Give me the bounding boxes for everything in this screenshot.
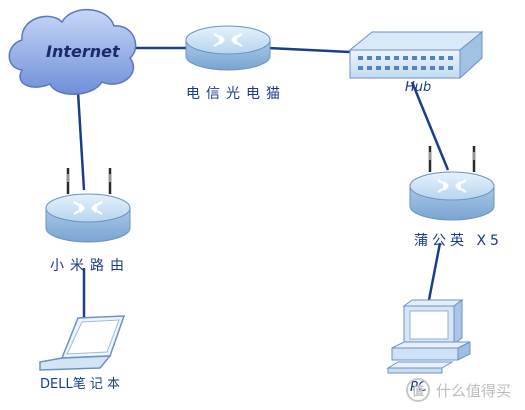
router-icon <box>409 146 495 221</box>
hub-icon <box>348 30 484 80</box>
internet-label: Internet <box>46 42 120 61</box>
links <box>76 46 450 318</box>
modem-label: 电信光电猫 <box>186 86 286 102</box>
hub-label: Hub <box>405 80 432 95</box>
link-pgy-pc <box>426 242 442 306</box>
router-icon <box>185 25 271 71</box>
laptop-icon <box>39 315 126 371</box>
router-icon <box>45 168 131 243</box>
pgy-router-label: 蒲公英 X5 <box>414 233 503 249</box>
link-hub-pgy <box>410 81 450 171</box>
watermark-badge-icon: 值 <box>405 378 430 402</box>
link-modem-hub <box>267 46 351 54</box>
watermark: 值 什么值得买 <box>405 378 511 402</box>
link-internet-mirouter <box>76 91 86 191</box>
laptop-label: DELL笔 记 本 <box>40 377 120 392</box>
cloud-icon <box>8 8 137 95</box>
desktop-pc-icon <box>386 299 471 374</box>
watermark-text: 什么值得买 <box>435 381 511 400</box>
mi-router-label: 小米路由 <box>50 258 130 274</box>
